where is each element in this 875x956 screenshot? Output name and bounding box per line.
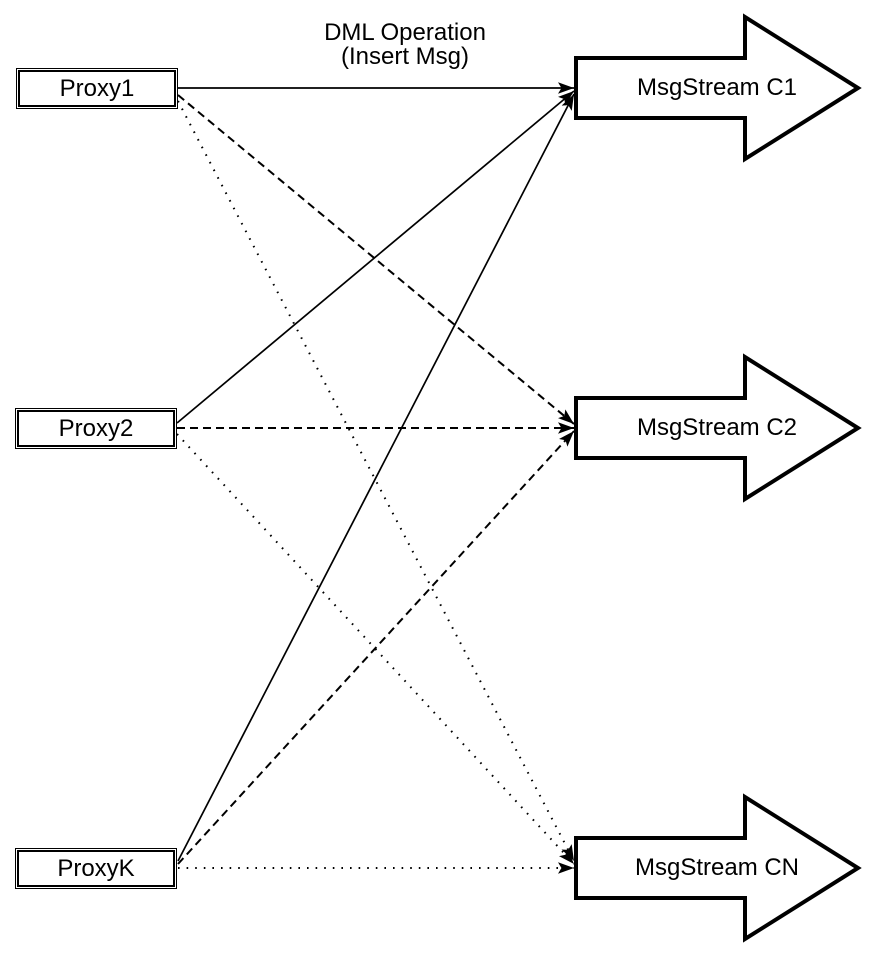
msgstream-c1-arrow-shape xyxy=(574,13,862,163)
proxyk-node: ProxyK xyxy=(15,848,177,889)
dml-operation-annotation-line2: (Insert Msg) xyxy=(340,43,469,70)
proxyk-label: ProxyK xyxy=(17,850,175,887)
proxy2-label: Proxy2 xyxy=(17,410,175,447)
proxy2-node: Proxy2 xyxy=(15,408,177,449)
proxy1-label: Proxy1 xyxy=(18,70,176,107)
dml-operation-annotation-line1: DML Operation xyxy=(324,19,486,46)
edge-proxy1-msgstream-c2 xyxy=(177,94,575,425)
msgstream-c2-arrow-shape xyxy=(574,353,862,503)
dml-operation-annotation: DML Operation (Insert Msg) xyxy=(255,21,555,69)
edge-proxyk-msgstream-c2 xyxy=(177,430,575,865)
proxy1-node: Proxy1 xyxy=(16,68,178,109)
msgstream-cn-arrow-shape xyxy=(574,793,862,943)
edge-proxy2-msgstream-c1 xyxy=(176,90,575,424)
edge-proxyk-msgstream-c1 xyxy=(177,93,575,862)
edge-proxy1-msgstream-cn xyxy=(177,100,575,862)
